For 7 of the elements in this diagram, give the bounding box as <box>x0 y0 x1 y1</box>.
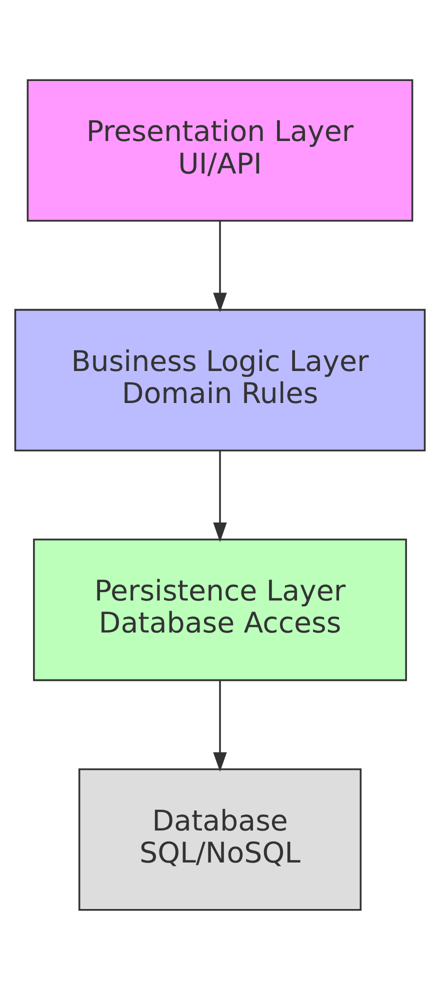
node-box: Database SQL/NoSQL <box>78 768 362 910</box>
node-box: Presentation Layer UI/API <box>26 78 414 222</box>
node-box: Persistence Layer Database Access <box>33 538 407 681</box>
node-box: Business Logic Layer Domain Rules <box>14 308 426 451</box>
arrow <box>213 450 227 542</box>
arrow <box>213 680 227 772</box>
arrow <box>213 220 227 312</box>
